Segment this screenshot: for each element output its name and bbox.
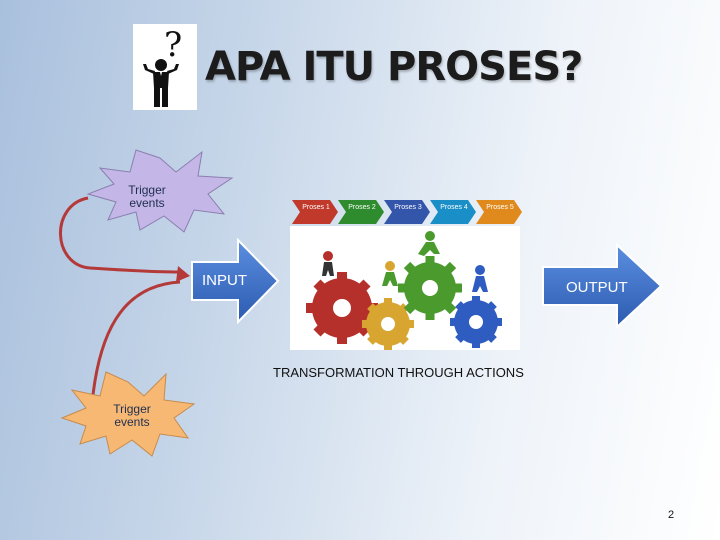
trigger-burst-bottom <box>60 371 196 457</box>
trigger-burst-top <box>86 149 234 233</box>
svg-text:?: ? <box>164 25 182 65</box>
transformation-caption: TRANSFORMATION THROUGH ACTIONS <box>273 365 524 380</box>
gears-people-icon <box>290 226 520 350</box>
question-person-icon: ? <box>133 24 197 110</box>
process-step-2: Proses 2 <box>348 204 376 211</box>
process-chevrons: Proses 1 Proses 2 Proses 3 Proses 4 Pros… <box>292 200 528 224</box>
output-label: OUTPUT <box>566 279 628 296</box>
process-step-1: Proses 1 <box>302 204 330 211</box>
input-label: INPUT <box>202 272 247 289</box>
input-arrow <box>191 238 280 324</box>
trigger-label-top: Trigger events <box>128 183 166 210</box>
process-step-5: Proses 5 <box>486 204 514 211</box>
process-step-4: Proses 4 <box>440 204 468 211</box>
process-step-3: Proses 3 <box>394 204 422 211</box>
trigger-label-bottom: Trigger events <box>113 402 151 429</box>
output-arrow <box>542 243 663 329</box>
page-number: 2 <box>668 509 675 521</box>
page-title: APA ITU PROSES? <box>205 44 583 90</box>
